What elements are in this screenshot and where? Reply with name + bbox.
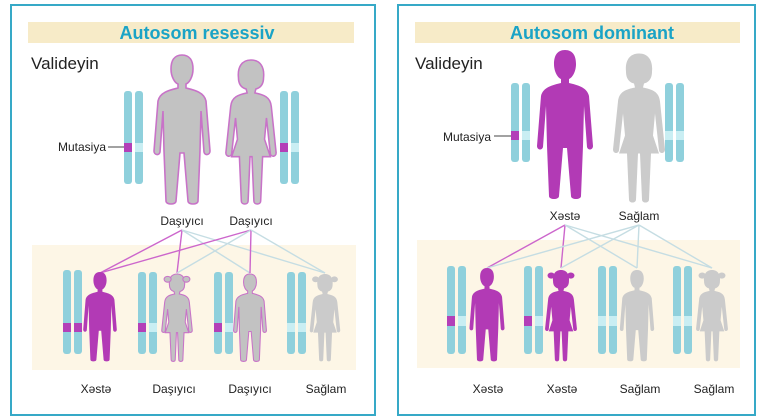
child-label: Xəstə xyxy=(81,382,112,396)
parent-label: Sağlam xyxy=(619,209,660,223)
panel-title: Autosom dominant xyxy=(510,23,674,43)
panel-title: Autosom resessiv xyxy=(119,23,274,43)
panel-autosomal-dominant: Autosom dominant Valideyin Mutasiya Xəst… xyxy=(398,5,755,415)
child-label: Xəstə xyxy=(547,382,578,396)
mutation-label: Mutasiya xyxy=(443,130,491,144)
parent-label: Daşıyıcı xyxy=(229,214,272,228)
child-label: Sağlam xyxy=(620,382,661,396)
child-label: Daşıyıcı xyxy=(152,382,195,396)
parent-label: Xəstə xyxy=(550,209,581,223)
parents-label: Valideyin xyxy=(31,54,99,73)
mutation-label: Mutasiya xyxy=(58,140,106,154)
child-label: Daşıyıcı xyxy=(228,382,271,396)
parents-label: Valideyin xyxy=(415,54,483,73)
panel-autosomal-recessive: Autosom resessiv Valideyin Mutasiya Daşı… xyxy=(11,5,375,415)
child-label: Xəstə xyxy=(473,382,504,396)
child-label: Sağlam xyxy=(694,382,735,396)
parent-label: Daşıyıcı xyxy=(160,214,203,228)
child-label: Sağlam xyxy=(306,382,347,396)
